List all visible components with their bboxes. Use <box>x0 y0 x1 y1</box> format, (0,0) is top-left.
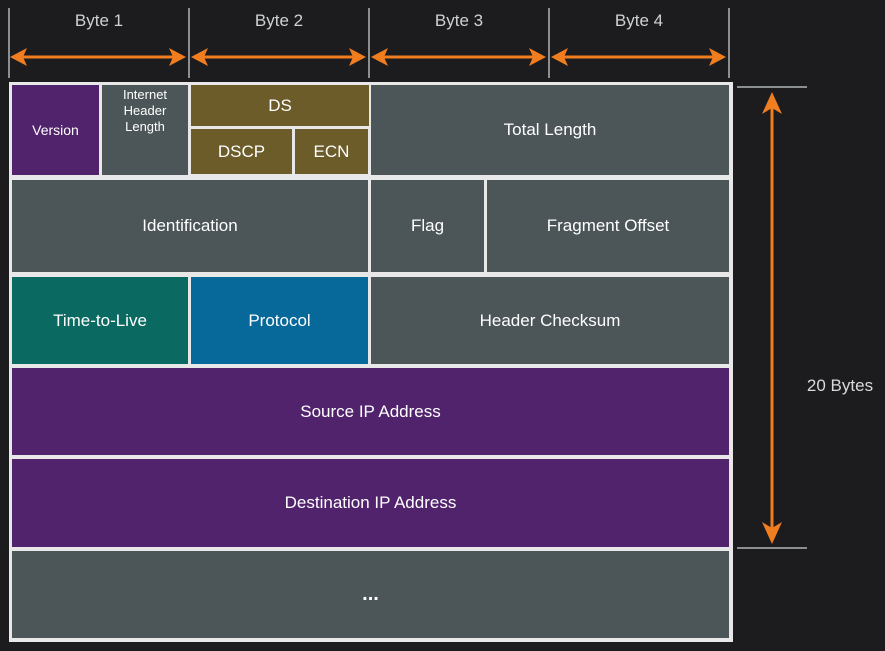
byte-4-label: Byte 4 <box>614 11 664 30</box>
field-ds: DS <box>191 85 369 126</box>
byte-1-label: Byte 1 <box>74 11 124 30</box>
field-source-ip-label: Source IP Address <box>300 401 441 421</box>
field-internet-header-length: Internet Header Length <box>102 85 188 175</box>
size-bottom-tick <box>737 547 807 549</box>
size-top-tick <box>737 86 807 88</box>
field-protocol-label: Protocol <box>248 310 311 330</box>
field-identification-label: Identification <box>142 216 238 236</box>
byte-1-arrow-icon <box>10 48 186 66</box>
field-version-label: Version <box>32 121 79 138</box>
field-flag-label: Flag <box>410 216 445 236</box>
field-header-checksum: Header Checksum <box>371 277 729 364</box>
byte-width-arrows <box>10 48 726 66</box>
byte-3-label: Byte 3 <box>434 11 484 30</box>
field-destination-ip-address: Destination IP Address <box>12 459 729 547</box>
field-options-label: ... <box>362 583 379 605</box>
byte-4-arrow-icon <box>551 48 726 66</box>
field-ecn: ECN <box>295 129 368 174</box>
field-destination-ip-label: Destination IP Address <box>284 493 457 513</box>
field-protocol: Protocol <box>191 277 368 364</box>
field-options: ... <box>12 551 729 638</box>
byte-2-label: Byte 2 <box>254 11 304 30</box>
byte-2-arrow-icon <box>191 48 366 66</box>
column-divider <box>548 8 550 78</box>
field-fragment-offset-label: Fragment Offset <box>546 216 670 236</box>
byte-3-arrow-icon <box>371 48 546 66</box>
field-total-length: Total Length <box>371 85 729 175</box>
field-total-length-label: Total Length <box>503 120 597 140</box>
field-dscp-label: DSCP <box>217 141 266 161</box>
field-ttl-label: Time-to-Live <box>53 310 147 330</box>
field-flag: Flag <box>371 180 484 272</box>
field-dscp: DSCP <box>191 129 292 174</box>
field-fragment-offset: Fragment Offset <box>487 180 729 272</box>
field-version: Version <box>12 85 99 175</box>
field-ecn-label: ECN <box>313 141 350 161</box>
field-ds-label: DS <box>268 95 292 115</box>
header-size-arrow-icon <box>762 92 782 544</box>
field-source-ip-address: Source IP Address <box>12 368 729 455</box>
column-divider <box>188 8 190 78</box>
field-time-to-live: Time-to-Live <box>12 277 188 364</box>
field-header-checksum-label: Header Checksum <box>479 310 621 330</box>
column-divider <box>728 8 730 78</box>
column-divider <box>8 8 10 78</box>
field-identification: Identification <box>12 180 368 272</box>
column-divider <box>368 8 370 78</box>
field-ihl-label: Internet Header Length <box>122 87 168 134</box>
header-size-label: 20 Bytes <box>806 376 874 395</box>
